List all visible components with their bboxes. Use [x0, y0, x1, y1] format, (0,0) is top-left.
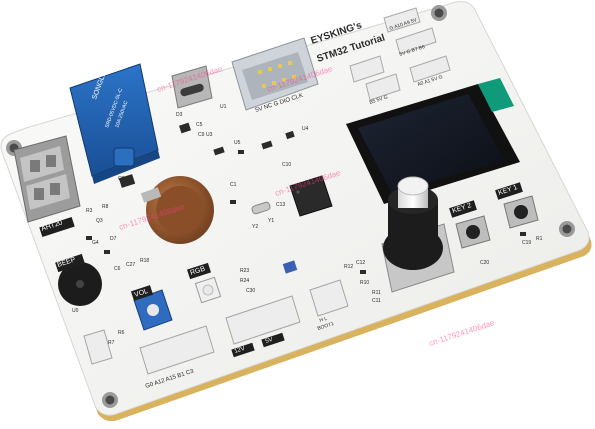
boot-pin-labels: H L: [319, 316, 328, 324]
power-header: 12V 5V: [225, 295, 301, 358]
screw-terminal: [13, 135, 81, 223]
ref-r8: R8: [102, 204, 109, 210]
ref-c11: C11: [372, 298, 381, 304]
ref-c20: C20: [480, 260, 489, 266]
ref-d7: D7: [110, 236, 117, 242]
ref-u4: U4: [302, 126, 309, 132]
ref-r12: R12: [344, 264, 353, 270]
buzzer: [58, 262, 102, 306]
ref-r24: R24: [240, 278, 249, 284]
key-1-button[interactable]: [503, 195, 539, 229]
ref-c5: C5: [196, 122, 203, 128]
ref-d3: D3: [176, 112, 183, 118]
battery-holder: [140, 176, 214, 244]
ref-r11: R11: [372, 290, 381, 296]
oled-display: [346, 78, 520, 204]
boot1-header: H L BOOT1: [309, 279, 349, 332]
ref-u3: U3: [206, 132, 213, 138]
rgb-label-box: RGB: [186, 262, 212, 280]
smd-components: [86, 122, 526, 274]
lower-left-connector: [83, 329, 113, 365]
ref-r23: R23: [240, 268, 249, 274]
header-5v-label: 5V: [265, 337, 274, 345]
rgb-label: RGB: [189, 265, 206, 276]
debug-header: 5V NC G DIO CLK: [231, 37, 319, 114]
watermark: cn-1179241406dae: [428, 318, 496, 348]
ref-c12: C12: [356, 260, 365, 266]
ref-c1: C1: [230, 182, 237, 188]
ref-q2: Q2: [118, 176, 125, 182]
ref-u0: U0: [72, 308, 79, 314]
usb-c-port: [171, 65, 213, 109]
vol-label-box: VOL: [130, 285, 154, 301]
ref-q3: Q3: [96, 218, 103, 224]
small-blue-switch: [282, 260, 298, 274]
ref-c6: C6: [114, 266, 121, 272]
vol-label: VOL: [133, 288, 149, 299]
crystal-y1: [251, 201, 271, 215]
ref-y1: Y1: [268, 218, 274, 224]
ref-u5: U5: [234, 140, 241, 146]
ref-c19: C19: [522, 240, 531, 246]
ref-r6: R6: [118, 330, 125, 336]
reference-designators: Q2 U0 U3 U5 U4 Y2 Y1 R6 R7 G4 D7 R3 R8 Q…: [72, 104, 543, 346]
ref-r3: R3: [86, 208, 93, 214]
header-12v-label: 12V: [234, 346, 246, 355]
relay: SONGLE SRD-05VDC-SL-C 10A 250VAC: [69, 63, 160, 184]
mcu-chip: [289, 175, 333, 217]
boot1-label: BOOT1: [317, 321, 335, 332]
rotary-encoder: [381, 176, 455, 293]
ref-r7: R7: [108, 340, 115, 346]
key-2-button[interactable]: [455, 215, 491, 249]
ref-c30: C30: [246, 288, 255, 294]
ref-c9: C9: [198, 132, 205, 138]
ref-r18: R18: [140, 258, 149, 264]
ref-c27: C27: [126, 262, 135, 268]
vol-potentiometer: [133, 289, 173, 331]
ref-r10: R10: [360, 280, 369, 286]
ref-g4: G4: [92, 240, 99, 246]
ref-y2: Y2: [252, 224, 258, 230]
ref-c13: C13: [276, 202, 285, 208]
ref-u1: U1: [220, 104, 227, 110]
top-pins-c: B5 5V G: [369, 94, 389, 106]
ref-r1: R1: [536, 236, 543, 242]
rgb-led: [194, 276, 222, 304]
top-connectors: [349, 7, 451, 101]
ref-c10: C10: [282, 162, 291, 168]
